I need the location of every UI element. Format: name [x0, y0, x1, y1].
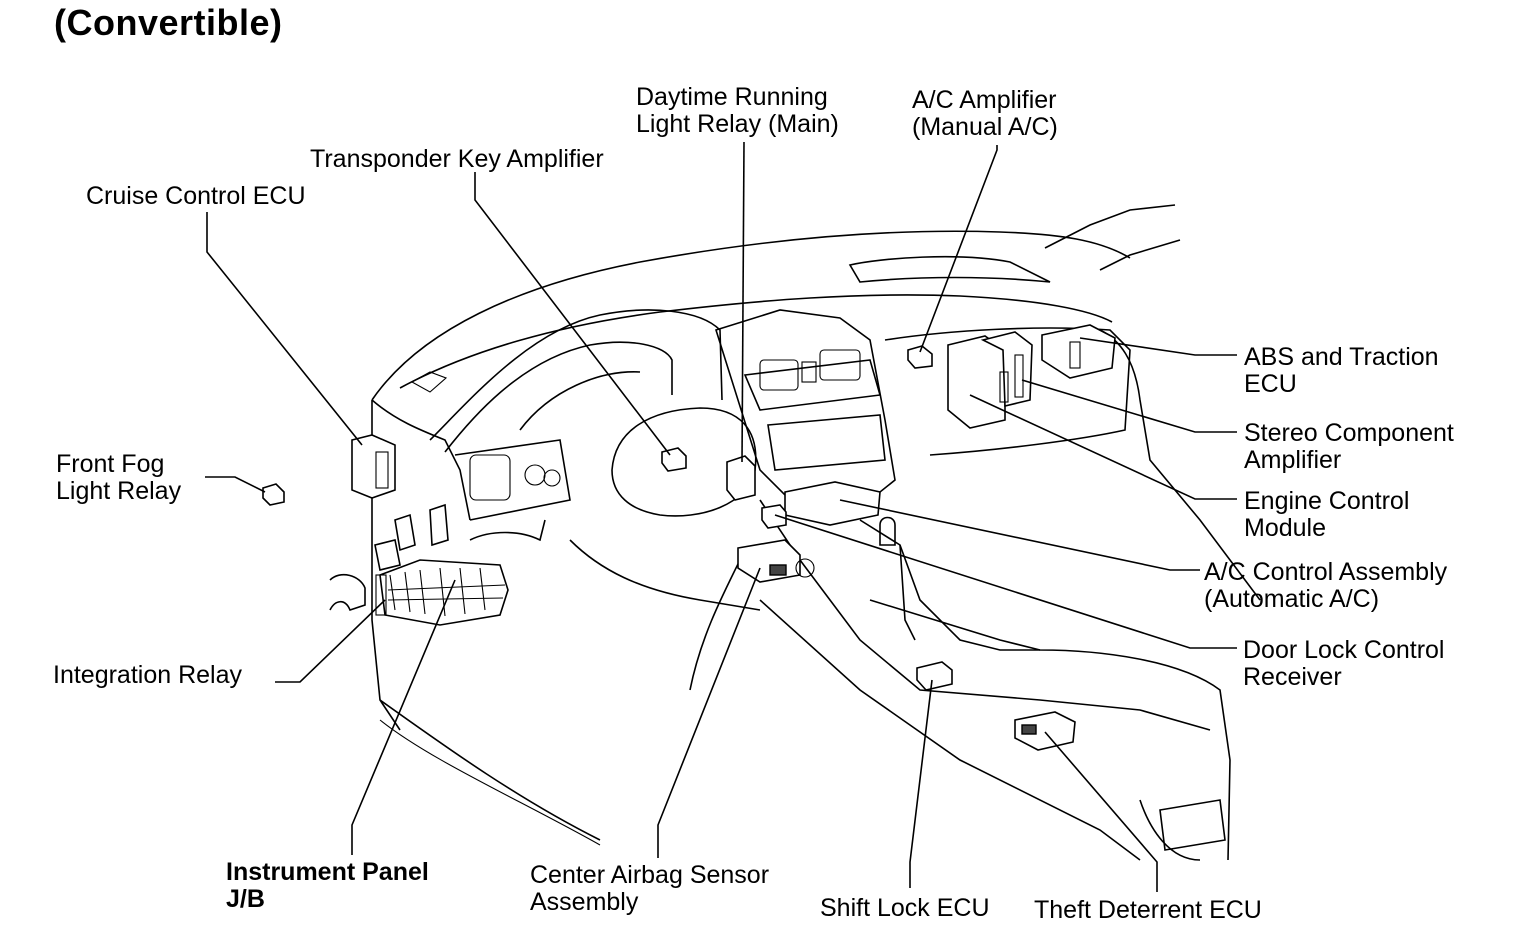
label-instrument-panel-jb: Instrument Panel J/B	[226, 858, 429, 913]
label-shift-lock-ecu: Shift Lock ECU	[820, 894, 990, 922]
label-cruise-control-ecu: Cruise Control ECU	[86, 182, 306, 210]
label-door-lock-control-receiver: Door Lock Control Receiver	[1243, 636, 1445, 691]
label-ac-control-assembly: A/C Control Assembly (Automatic A/C)	[1204, 558, 1448, 613]
label-stereo-component-amplifier: Stereo Component Amplifier	[1244, 419, 1454, 474]
label-integration-relay: Integration Relay	[53, 661, 243, 689]
label-transponder-key-amplifier: Transponder Key Amplifier	[310, 145, 604, 173]
diagram-title: (Convertible)	[54, 2, 283, 43]
label-ac-amplifier: A/C Amplifier (Manual A/C)	[912, 86, 1058, 141]
label-abs-traction-ecu: ABS and Traction ECU	[1244, 343, 1439, 398]
label-engine-control-module: Engine Control Module	[1244, 487, 1410, 542]
label-daytime-running-light-relay: Daytime Running Light Relay (Main)	[636, 83, 839, 138]
label-center-airbag-sensor: Center Airbag Sensor Assembly	[530, 861, 770, 916]
label-front-fog-light-relay: Front Fog Light Relay	[56, 450, 182, 505]
label-theft-deterrent-ecu: Theft Deterrent ECU	[1034, 896, 1262, 924]
